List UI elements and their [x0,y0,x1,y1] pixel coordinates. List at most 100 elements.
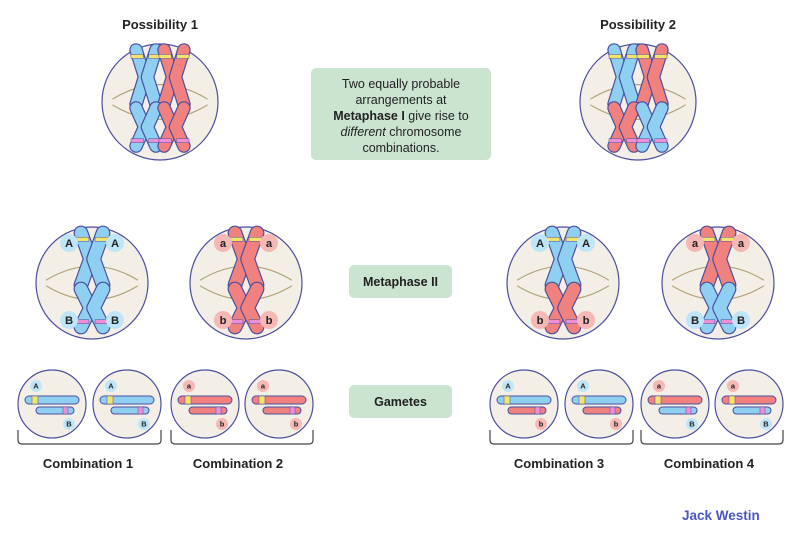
explanation-line-3-rest: give rise to [404,109,469,123]
allele-label: a [183,380,195,392]
gamete-chromosome-long [721,395,777,405]
allele-bubble [732,234,750,252]
allele-label: A [106,234,124,252]
allele-band [608,54,622,59]
allele-band [654,138,668,143]
allele-bubble [105,380,117,392]
chromatid [141,44,162,110]
allele-bubble [727,380,739,392]
allele-band [137,406,144,415]
gamete-chromosome-long [24,395,80,405]
combination-bracket [17,430,162,445]
metaphase-1-cell-possibility-2 [579,43,697,161]
allele-band [685,406,692,415]
gamete-chromosome-short [35,406,75,415]
allele-label: A [502,380,514,392]
allele-band [503,395,511,405]
allele-letter: a [266,238,273,250]
allele-band [534,406,541,415]
allele-label: B [732,311,750,329]
gamete-chromosome-short [582,406,622,415]
allele-label: b [535,418,547,430]
allele-bubble [290,418,302,430]
allele-band [106,395,114,405]
spindle-fiber [112,104,208,120]
possibility-1-title: Possibility 1 [122,17,198,32]
allele-bubble [260,311,278,329]
explanation-line-4: different chromosome [311,124,491,140]
gamete-chromosome-long [99,395,155,405]
allele-letter: A [65,238,73,250]
gamete-4-1: aB [640,369,710,439]
chromosome-bottom [699,281,737,335]
allele-label: b [577,311,595,329]
allele-label: b [260,311,278,329]
allele-band [636,54,650,59]
different-term: different [340,125,386,139]
metaphase-2-label: Metaphase II [349,265,452,298]
allele-letter: B [691,315,699,327]
allele-letter: A [582,238,590,250]
allele-letter: a [261,382,266,391]
allele-band [608,138,622,143]
allele-letter: b [220,315,227,327]
allele-letter: B [141,420,147,429]
gamete-chromosome-short [658,406,698,415]
allele-label: a [257,380,269,392]
allele-letter: b [266,315,273,327]
gamete-3-2: Ab [564,369,634,439]
allele-letter: b [583,315,590,327]
gamete-chromosome-long [647,395,703,405]
chromatid [241,226,264,292]
gamete-chromosome-short [188,406,228,415]
cell-membrane [189,226,303,340]
allele-band [158,54,172,59]
allele-band [184,395,192,405]
allele-bubble [214,234,232,252]
explanation-line-4-rest: chromosome [385,125,462,139]
allele-band [289,406,296,415]
gamete-chromosome-long [251,395,307,405]
metaphase-1-cell-possibility-1 [101,43,219,161]
allele-band [578,395,586,405]
explanation-line-2: arrangements at [355,93,447,107]
allele-letter: b [539,420,544,429]
allele-bubble [30,380,42,392]
allele-bubble [535,418,547,430]
allele-letter: A [536,238,544,250]
allele-bubble [531,311,549,329]
allele-letter: b [294,420,299,429]
allele-label: b [531,311,549,329]
chromatid [558,226,581,292]
allele-label: A [30,380,42,392]
allele-band [62,406,69,415]
allele-bubble [63,418,75,430]
homolog-bottom-left [129,101,163,153]
allele-bubble [60,311,78,329]
allele-label: A [531,234,549,252]
allele-bubble [138,418,150,430]
allele-bubble [732,311,750,329]
gamete-chromosome-long [571,395,627,405]
gamete-2-2: ab [244,369,314,439]
allele-label: a [732,234,750,252]
combination-bracket [640,430,784,445]
allele-band [158,138,172,143]
cell-membrane [661,226,775,340]
gamete-2-1: ab [170,369,240,439]
allele-bubble [502,380,514,392]
gamete-4-2: aB [714,369,784,439]
allele-bubble [216,418,228,430]
chromatid [713,226,736,292]
allele-letter: b [537,315,544,327]
combination-1-label: Combination 1 [42,456,134,471]
explanation-box: Two equally probable arrangements at Met… [311,68,491,160]
allele-letter: B [689,420,695,429]
allele-band [654,395,662,405]
allele-bubble [183,380,195,392]
chromatid [87,226,110,292]
allele-bubble [686,311,704,329]
